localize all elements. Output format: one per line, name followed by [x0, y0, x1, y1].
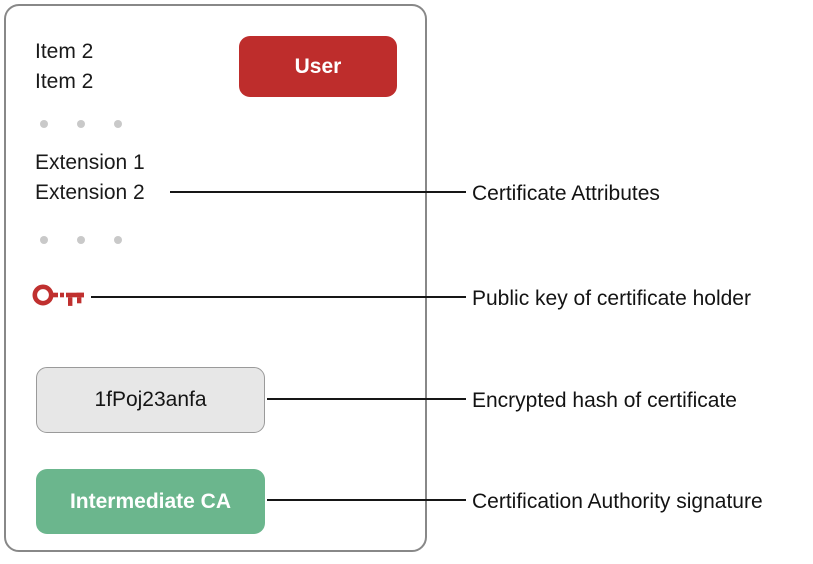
ellipsis-dot — [40, 236, 48, 244]
callout-public-key: Public key of certificate holder — [472, 287, 751, 310]
intermediate-ca-box: Intermediate CA — [36, 469, 265, 534]
leader-line-certificate-attributes — [170, 191, 466, 193]
leader-line-ca-signature — [267, 499, 466, 501]
user-box: User — [239, 36, 397, 97]
certificate-extension-1: Extension 1 — [35, 151, 145, 174]
callout-encrypted-hash: Encrypted hash of certificate — [472, 389, 737, 412]
ellipsis-dot — [40, 120, 48, 128]
encrypted-hash-box: 1fPoj23anfa — [36, 367, 265, 433]
certificate-extension-2: Extension 2 — [35, 181, 145, 204]
ellipsis-dot — [77, 236, 85, 244]
key-icon — [32, 282, 90, 312]
certificate-field-item-2: Item 2 — [35, 70, 94, 93]
user-box-label: User — [294, 54, 342, 78]
ellipsis-dots-row-2 — [40, 236, 122, 244]
callout-ca-signature: Certification Authority signature — [472, 490, 763, 513]
ellipsis-dot — [114, 120, 122, 128]
ellipsis-dots-row-1 — [40, 120, 122, 128]
leader-line-public-key — [91, 296, 466, 298]
ellipsis-dot — [77, 120, 85, 128]
callout-certificate-attributes: Certificate Attributes — [472, 182, 660, 205]
leader-line-encrypted-hash — [267, 398, 466, 400]
intermediate-ca-label: Intermediate CA — [69, 489, 232, 513]
ellipsis-dot — [114, 236, 122, 244]
certificate-field-item-1: Item 2 — [35, 40, 94, 63]
encrypted-hash-label: 1fPoj23anfa — [94, 388, 207, 411]
